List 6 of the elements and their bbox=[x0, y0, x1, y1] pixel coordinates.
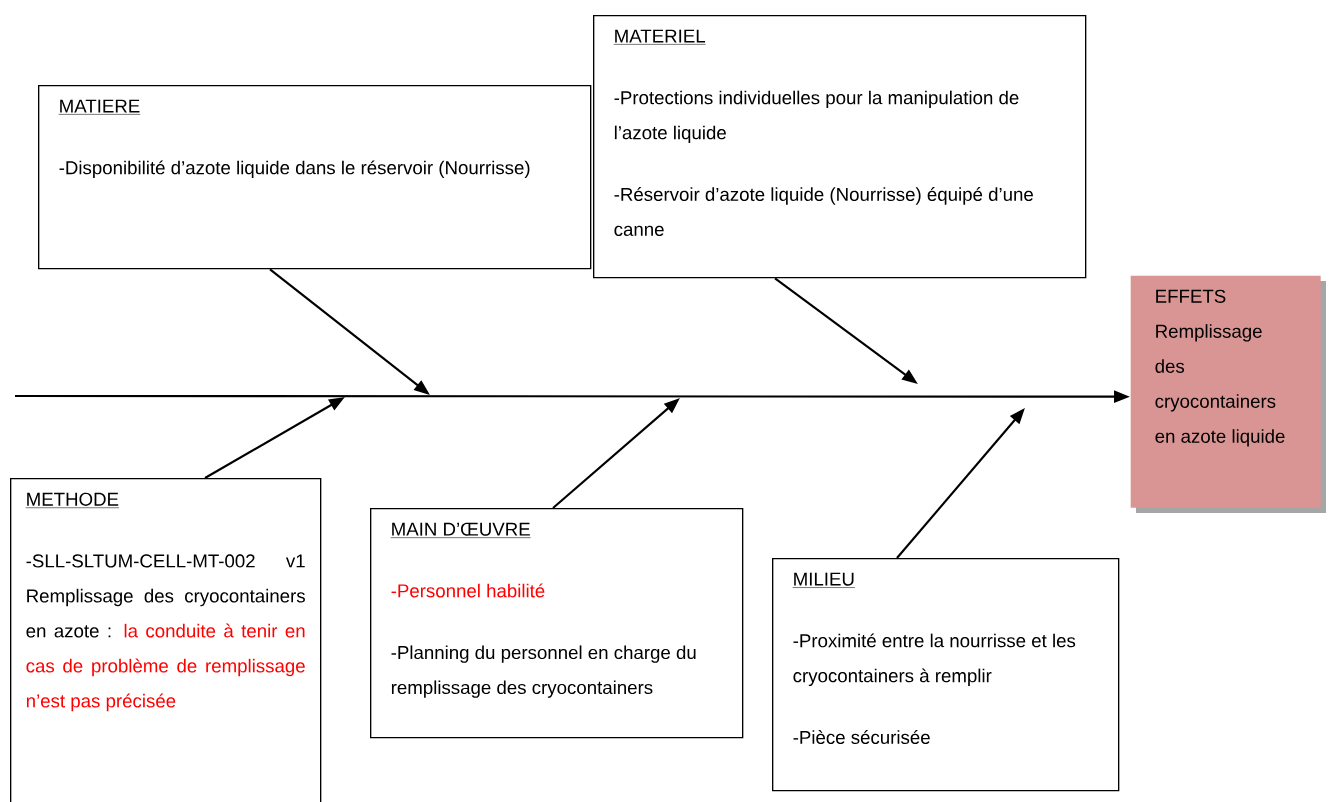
effect-box: EFFETS Remplissage des cryocontainers en azote liquide bbox=[1130, 275, 1326, 513]
category-box: MAIN D’ŒUVRE -Personnel habilité -Planning du personnel en charge du remplissage des cryocontainers bbox=[370, 508, 744, 739]
category-box: METHODE -SLL-SLTUM-CELL-MT-002 v1 Remplissage des cryocontainers en azote : la conduite à tenir en cas de problème de remplissage n’est pas précisée bbox=[10, 478, 322, 802]
category-box: MILIEU -Proximité entre la nourrisse et les cryocontainers à remplir -Pièce sécurisée bbox=[772, 558, 1120, 792]
category-box: MATIERE -Disponibilité d’azote liquide dans le réservoir (Nourrisse) bbox=[38, 85, 592, 270]
category-box: MATERIEL -Protections individuelles pour la manipulation de l’azote liquide -Réservoir d’azote liquide (Nourrisse) équipé d’une canne bbox=[593, 15, 1087, 279]
